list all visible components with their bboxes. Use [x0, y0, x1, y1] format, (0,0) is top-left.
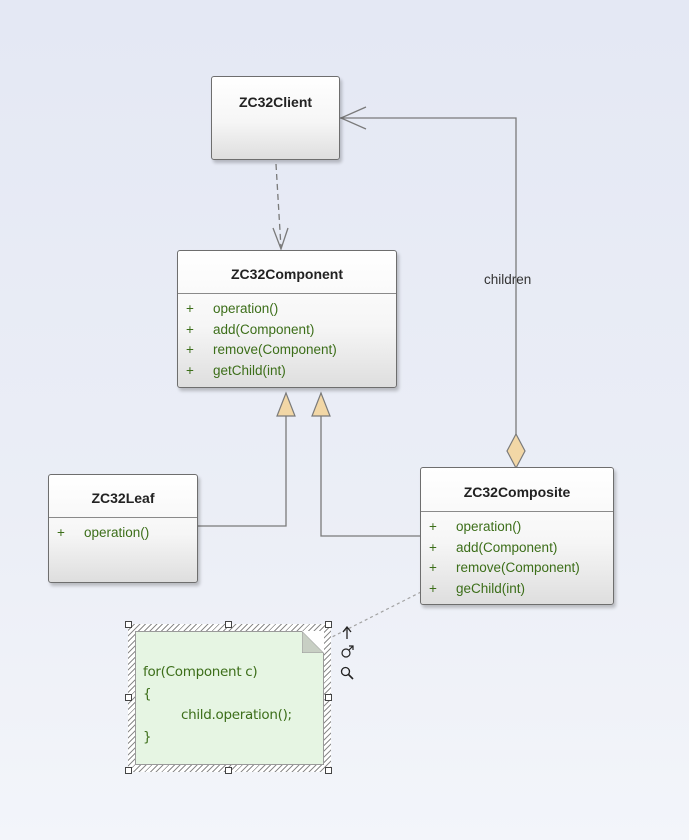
note-selection-frame[interactable]: for(Component c) { child.operation(); } [128, 624, 331, 772]
operation-row[interactable]: +add(Component) [186, 321, 315, 337]
class-leaf-divider [49, 517, 197, 518]
class-leaf-operations: +operation() [57, 523, 149, 544]
note-line: for(Component c) [143, 664, 258, 680]
resize-handle-e[interactable] [325, 694, 332, 701]
class-composite-operations: +operation() +add(Component) +remove(Com… [429, 517, 580, 599]
note-line: child.operation(); [165, 707, 292, 723]
generalization-leaf-connector[interactable] [198, 391, 296, 527]
aggregation-connector[interactable] [339, 106, 526, 470]
note-text: for(Component c) { child.operation(); } [143, 662, 292, 748]
operation-row[interactable]: +add(Component) [429, 539, 558, 555]
note-line: { [143, 685, 152, 702]
resize-handle-ne[interactable] [325, 621, 332, 628]
class-composite-name: ZC32Composite [463, 484, 571, 500]
note-link-connector[interactable] [331, 591, 422, 638]
operation-row[interactable]: +operation() [57, 525, 150, 540]
resize-handle-w[interactable] [125, 694, 132, 701]
note[interactable]: for(Component c) { child.operation(); } [135, 631, 324, 765]
class-component-operations: +operation() +add(Component) +remove(Com… [186, 299, 337, 381]
class-composite[interactable]: ZC32Composite +operation() +add(Componen… [420, 467, 614, 605]
generalization-arrowhead-composite [311, 391, 331, 417]
class-component-divider [178, 293, 396, 294]
resize-handle-se[interactable] [325, 767, 332, 774]
operation-row[interactable]: +remove(Component) [186, 342, 337, 357]
generalization-arrowhead-leaf [276, 391, 296, 417]
note-folded-corner [302, 631, 324, 653]
class-component-name: ZC32Component [231, 266, 343, 282]
up-arrow-icon[interactable] [341, 626, 353, 640]
aggregation-diamond [506, 432, 526, 470]
operation-row[interactable]: +operation() [186, 301, 279, 316]
class-client[interactable]: ZC32Client [211, 76, 340, 160]
class-leaf-name: ZC32Leaf [91, 490, 155, 506]
resize-handle-nw[interactable] [125, 621, 132, 628]
resize-handle-sw[interactable] [125, 767, 132, 774]
generalization-composite-connector[interactable] [311, 391, 421, 537]
operation-row[interactable]: +getChild(int) [186, 362, 286, 378]
resize-handle-n[interactable] [225, 621, 232, 628]
class-client-name: ZC32Client [238, 94, 313, 110]
class-leaf[interactable]: ZC32Leaf +operation() [48, 474, 198, 583]
resize-handle-s[interactable] [225, 767, 232, 774]
operation-row[interactable]: +remove(Component) [429, 560, 580, 575]
class-composite-divider [421, 511, 613, 512]
dependency-connector[interactable] [272, 163, 289, 251]
link-icon[interactable] [340, 645, 354, 659]
aggregation-label: children [484, 272, 532, 287]
note-line: } [143, 728, 152, 745]
operation-row[interactable]: +operation() [429, 519, 522, 534]
class-component[interactable]: ZC32Component +operation() +add(Componen… [177, 250, 397, 388]
magnifier-icon[interactable] [340, 666, 354, 680]
operation-row[interactable]: +geChild(int) [429, 580, 526, 596]
